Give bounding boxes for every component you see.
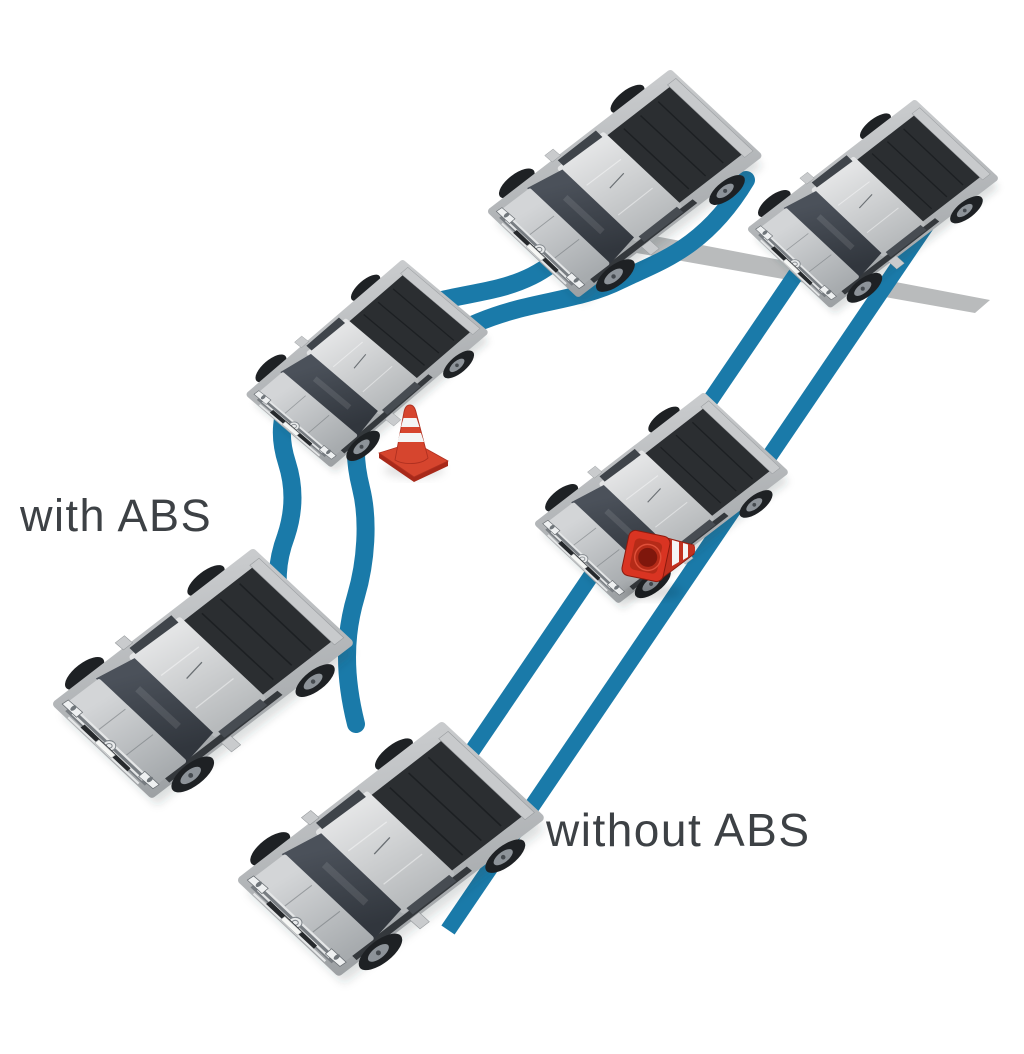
truck-without-abs-skidding xyxy=(242,726,545,983)
truck-with-abs-stopped xyxy=(57,553,354,805)
without-abs-label: without ABS xyxy=(545,804,811,856)
with-abs-label: with ABS xyxy=(19,490,212,541)
